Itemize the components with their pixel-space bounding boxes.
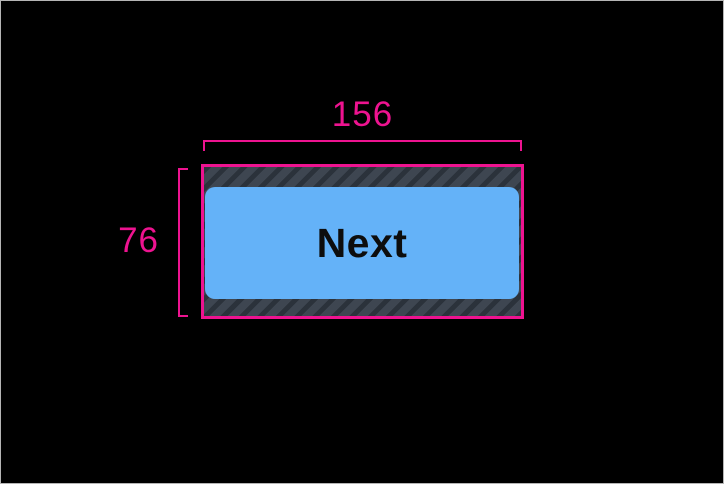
width-dimension-label: 156: [331, 95, 394, 134]
height-measure-bracket: [178, 168, 188, 317]
next-button[interactable]: Next: [205, 187, 519, 299]
padding-highlight-outline: Next: [201, 164, 524, 319]
height-dimension-label: 76: [118, 221, 159, 260]
width-measure-bracket: [203, 140, 522, 151]
